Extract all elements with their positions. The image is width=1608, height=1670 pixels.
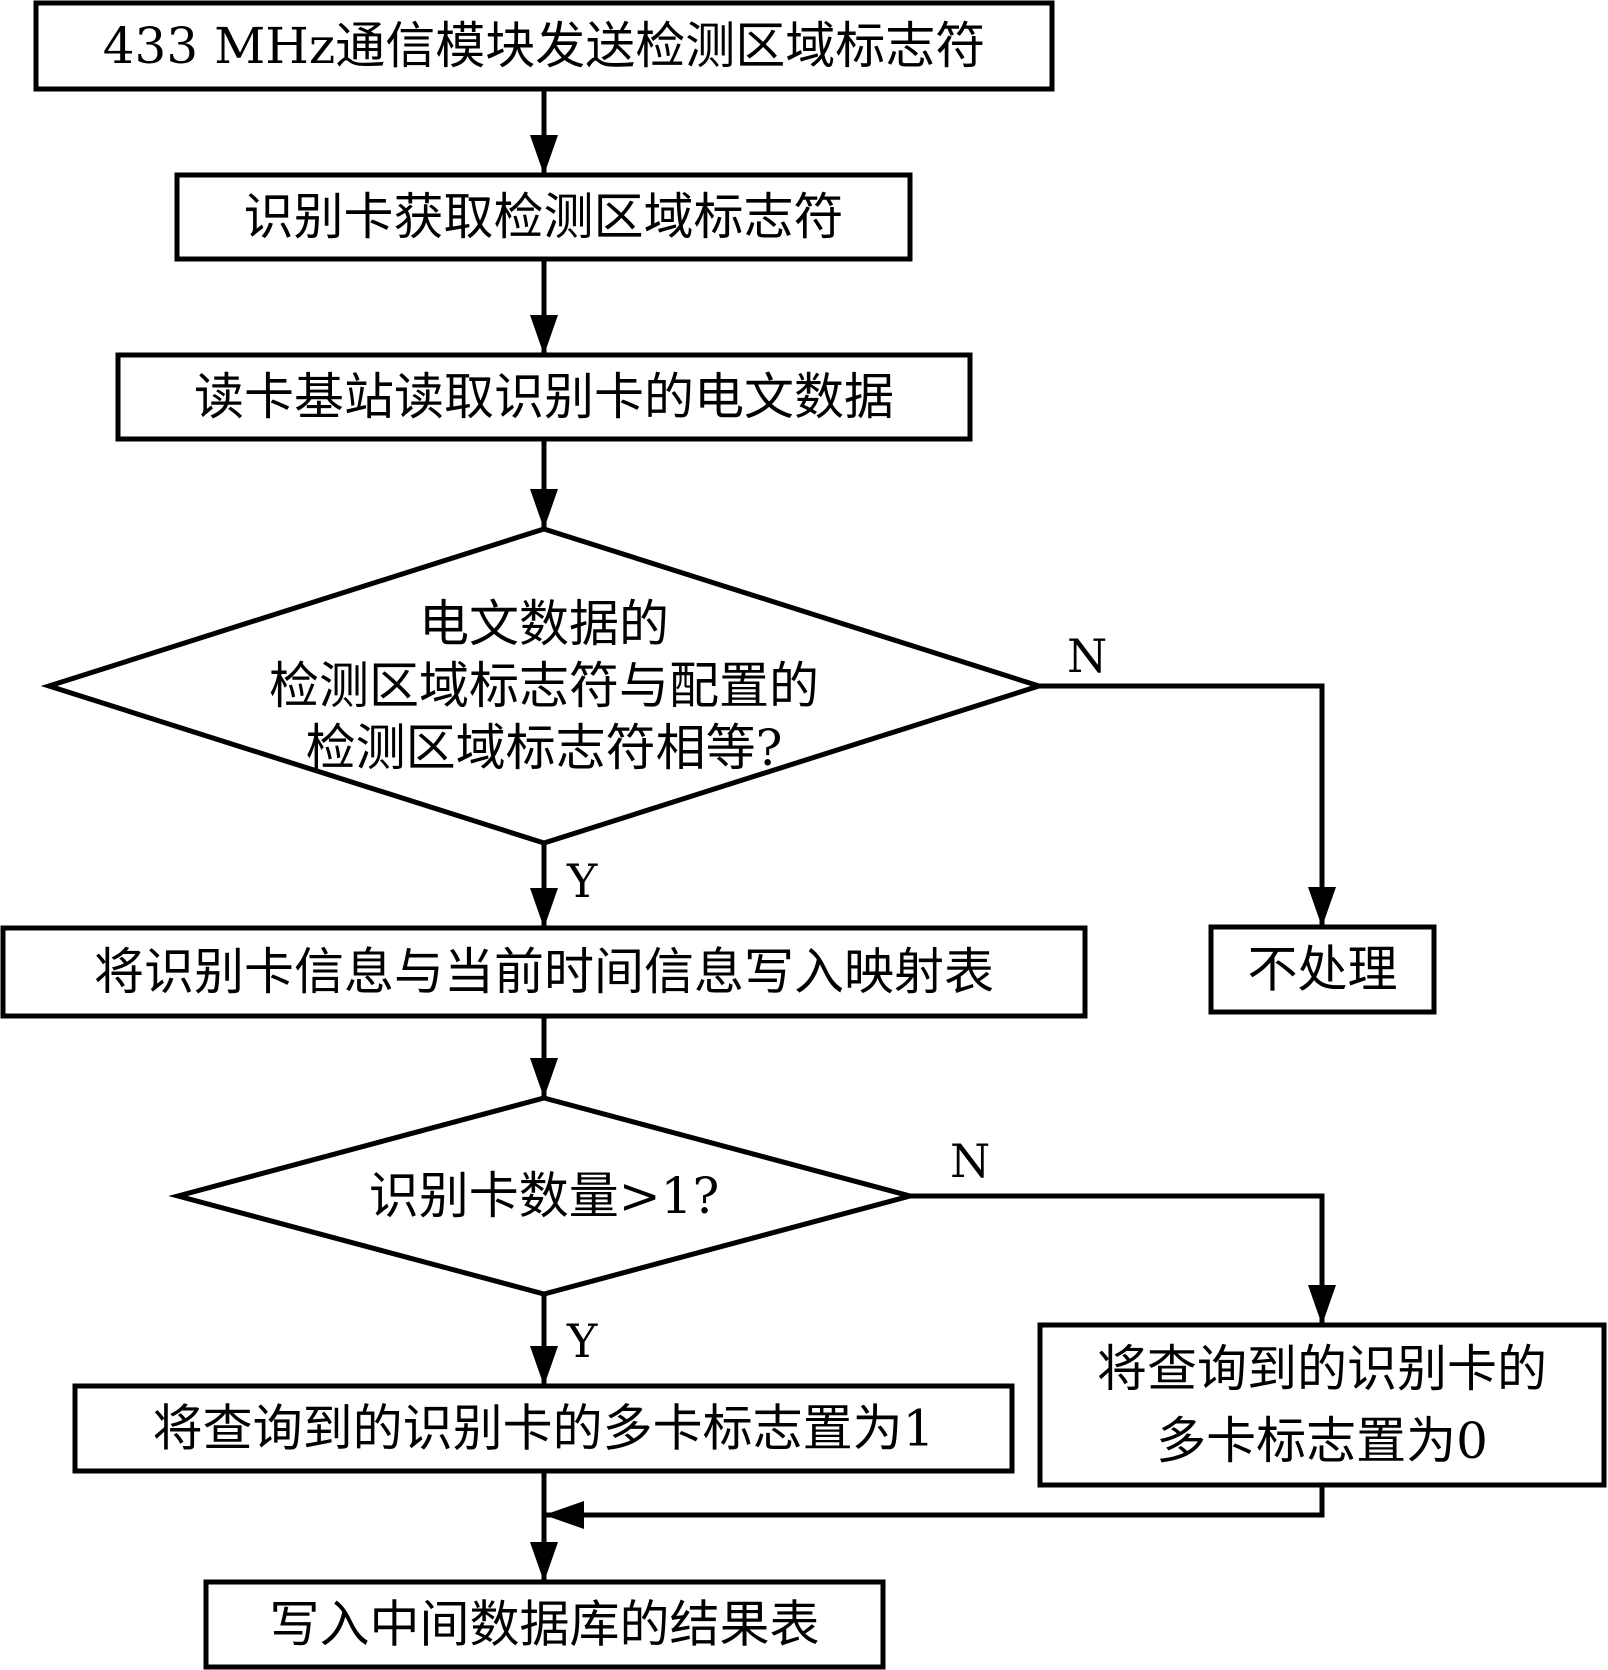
edge-flag-equal-check-to-no-process [1039, 683, 1336, 927]
node-label: 识别卡获取检测区域标志符 [244, 188, 844, 246]
decision-diamond [40, 526, 1048, 846]
node-label: 将识别卡信息与当前时间信息写入映射表 [94, 943, 994, 1001]
arrowhead-icon [530, 135, 558, 175]
node-label: 将查询到的识别卡的多卡标志置为1 [153, 1400, 935, 1458]
arrowhead-icon [530, 888, 558, 928]
edge-label: N [1067, 629, 1107, 683]
edges-layer [530, 89, 1336, 1582]
edge-send-flag-to-card-get-flag [530, 89, 558, 175]
node-label: 读卡基站读取识别卡的电文数据 [194, 368, 894, 426]
node-write-result: 写入中间数据库的结果表 [203, 1579, 886, 1670]
arrowhead-icon [530, 1058, 558, 1098]
process-box [115, 352, 973, 442]
connector-line [544, 1485, 1325, 1518]
decision-diamond [168, 1095, 920, 1297]
node-set-multi-1: 将查询到的识别卡的多卡标志置为1 [72, 1383, 1015, 1474]
node-label: 检测区域标志符相等? [306, 719, 783, 777]
node-label: 电文数据的 [419, 595, 669, 653]
edge-label: Y [566, 1314, 598, 1368]
node-label: 写入中间数据库的结果表 [270, 1596, 820, 1654]
node-card-count-check: 识别卡数量>1? [168, 1095, 920, 1297]
node-label: 不处理 [1248, 941, 1398, 999]
process-box [72, 1383, 1015, 1474]
connector-line [910, 1193, 1325, 1325]
node-no-process: 不处理 [1208, 924, 1437, 1015]
arrowhead-icon [530, 489, 558, 529]
arrowhead-icon [1308, 887, 1336, 927]
edge-card-get-flag-to-read-telegram [530, 259, 558, 355]
node-label: 多卡标志置为0 [1156, 1412, 1488, 1470]
arrowhead-icon [544, 1501, 584, 1529]
edge-read-telegram-to-flag-equal-check [530, 439, 558, 529]
edge-labels-layer: Y N Y N [566, 629, 1107, 1368]
process-box [33, 0, 1055, 92]
edge-write-mapping-to-card-count-check [530, 1016, 558, 1098]
process-box [1037, 1322, 1607, 1488]
edge-set-multi-0-to-write-result [544, 1485, 1325, 1529]
edge-label: Y [566, 854, 598, 908]
edge-set-multi-1-to-write-result [530, 1471, 558, 1582]
node-read-telegram: 读卡基站读取识别卡的电文数据 [115, 352, 973, 442]
arrowhead-icon [530, 315, 558, 355]
node-card-get-flag: 识别卡获取检测区域标志符 [174, 172, 913, 262]
arrowhead-icon [530, 1542, 558, 1582]
arrowhead-icon [1308, 1285, 1336, 1325]
edge-label: N [950, 1134, 990, 1188]
process-box [1208, 924, 1437, 1015]
node-label: 检测区域标志符与配置的 [269, 657, 819, 715]
process-box [0, 925, 1088, 1019]
node-write-mapping: 将识别卡信息与当前时间信息写入映射表 [0, 925, 1088, 1019]
edge-card-count-check-to-set-multi-0 [910, 1193, 1336, 1325]
connector-line [1039, 683, 1325, 927]
node-send-flag: 433 MHz通信模块发送检测区域标志符 [33, 0, 1055, 92]
process-box [174, 172, 913, 262]
arrowhead-icon [530, 1346, 558, 1386]
node-label: 识别卡数量>1? [369, 1167, 720, 1225]
node-label: 将查询到的识别卡的 [1097, 1340, 1547, 1398]
process-box [203, 1579, 886, 1670]
node-label: 433 MHz通信模块发送检测区域标志符 [103, 17, 985, 75]
edge-card-count-check-to-set-multi-1 [530, 1294, 558, 1386]
edge-flag-equal-check-to-write-mapping [530, 843, 558, 928]
